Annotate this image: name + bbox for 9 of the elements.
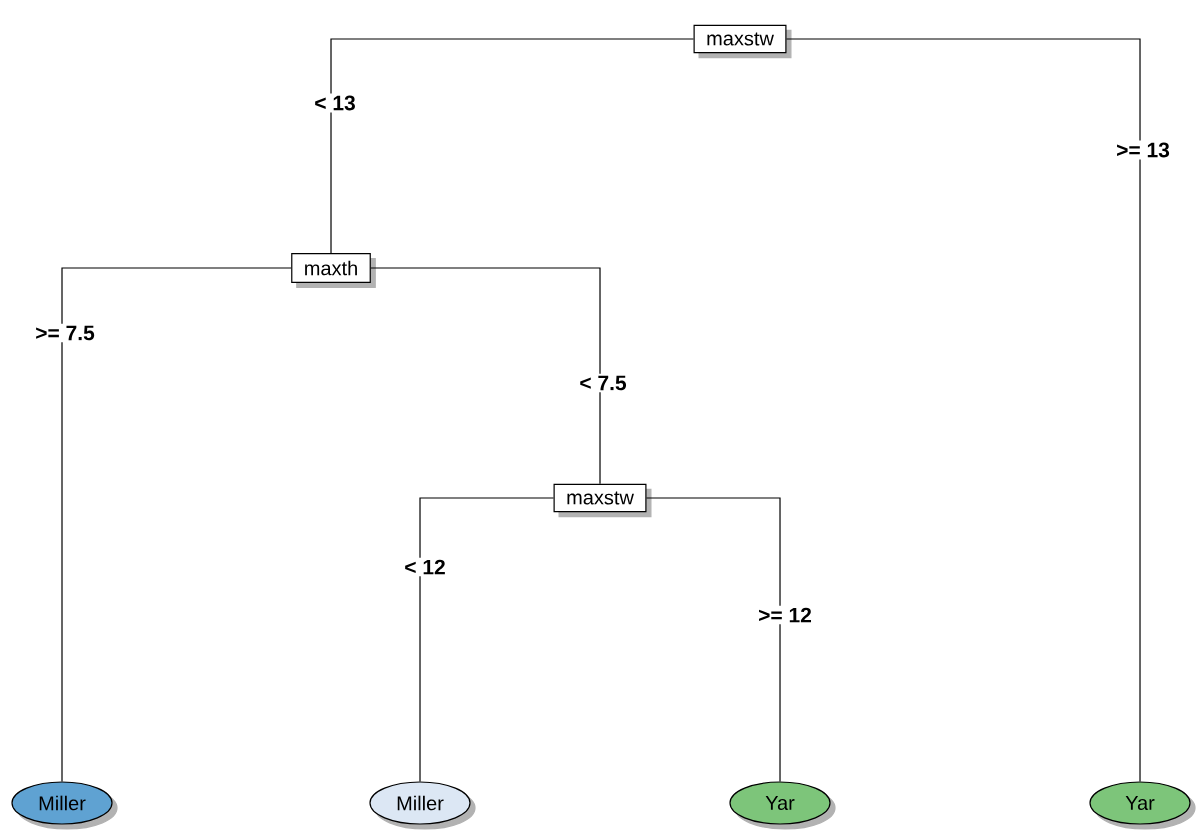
split-box: maxstw [693, 24, 792, 59]
split-box: maxth [291, 253, 376, 288]
branch-line [419, 497, 555, 782]
branch-line [645, 497, 781, 782]
branch-line [370, 267, 601, 485]
branch-line [785, 38, 1141, 782]
split-box: maxstw [553, 483, 652, 518]
branch-line [61, 267, 292, 782]
branch-line [330, 38, 695, 254]
